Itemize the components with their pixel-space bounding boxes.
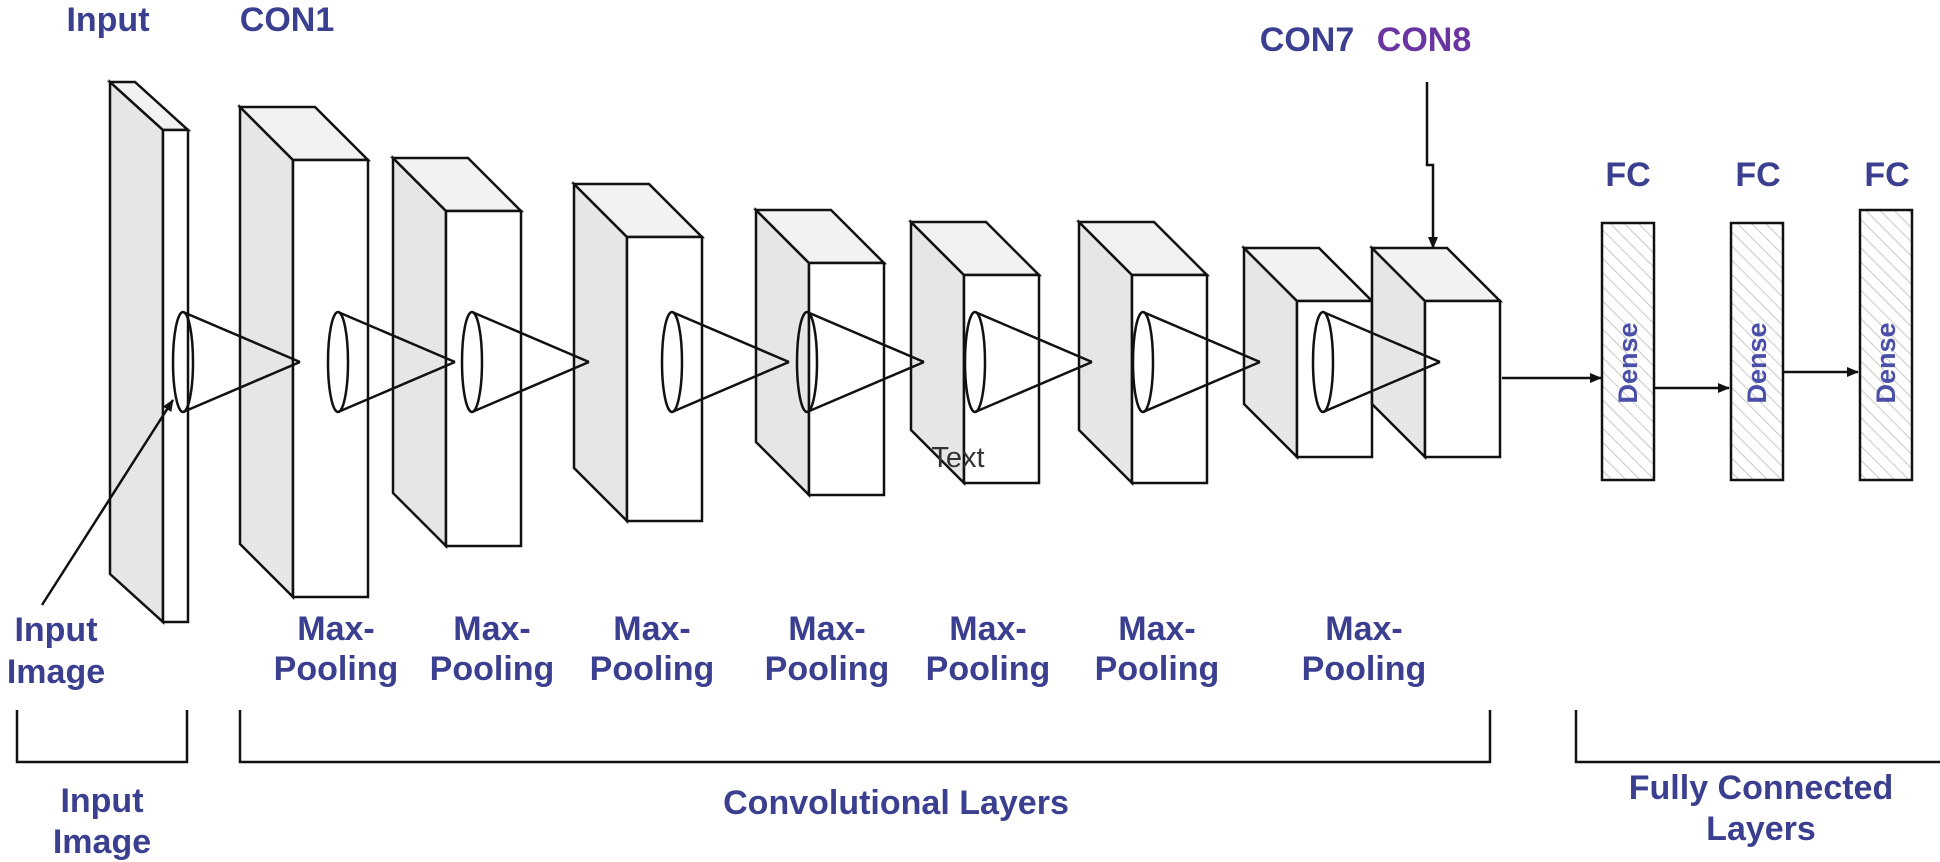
cone-icon xyxy=(460,310,590,414)
maxpool-line2: Pooling xyxy=(430,650,555,688)
conv-block-3 xyxy=(570,180,706,525)
section-input-line1: Input xyxy=(60,782,143,820)
bracket-conv xyxy=(238,710,1492,764)
maxpool-line1: Max- xyxy=(1325,610,1402,648)
section-conv-label: Convolutional Layers xyxy=(723,784,1069,822)
input-layer-block xyxy=(106,79,192,625)
section-input-line2: Image xyxy=(53,823,151,861)
input-image-label-line1: Input xyxy=(14,611,97,649)
cone-icon xyxy=(171,310,301,414)
cone-icon xyxy=(795,310,925,414)
stray-text-label: Text xyxy=(931,442,984,474)
maxpool-line2: Pooling xyxy=(1302,650,1427,688)
section-fc-line1: Fully Connected xyxy=(1629,769,1893,807)
maxpool-line1: Max- xyxy=(949,610,1026,648)
maxpool-label-6: Max- Pooling xyxy=(1095,610,1220,688)
cone-icon xyxy=(660,310,790,414)
maxpool-line2: Pooling xyxy=(590,650,715,688)
maxpool-label-4: Max- Pooling xyxy=(765,610,890,688)
conv-block-5 xyxy=(907,218,1043,487)
fc-dense-2: Dense xyxy=(1729,221,1785,482)
con8-pointer-arrow xyxy=(1425,82,1438,249)
maxpool-line2: Pooling xyxy=(274,650,399,688)
maxpool-line1: Max- xyxy=(1118,610,1195,648)
fc-label-2: FC xyxy=(1735,156,1780,194)
fc-label-1: FC xyxy=(1605,156,1650,194)
fc-label-3: FC xyxy=(1864,156,1909,194)
cone-icon xyxy=(963,310,1093,414)
bracket-fc xyxy=(1574,710,1940,764)
conv-block-con8 xyxy=(1368,244,1504,461)
conv-block-con7 xyxy=(1240,244,1376,461)
conv-block-con1 xyxy=(236,103,372,601)
conv-block-4 xyxy=(752,206,888,499)
input-image-arrow xyxy=(40,399,175,606)
con7-label: CON7 xyxy=(1260,21,1354,59)
con8-label: CON8 xyxy=(1377,21,1471,59)
dense-label: Dense xyxy=(1871,322,1901,403)
cone-icon xyxy=(1131,310,1261,414)
maxpool-line2: Pooling xyxy=(926,650,1051,688)
conv-block-2 xyxy=(389,154,525,550)
input-top-label: Input xyxy=(66,1,149,39)
fc-dense-1: Dense xyxy=(1600,221,1656,482)
maxpool-label-7: Max- Pooling xyxy=(1302,610,1427,688)
dense-label: Dense xyxy=(1613,322,1643,403)
maxpool-line2: Pooling xyxy=(1095,650,1220,688)
maxpool-line1: Max- xyxy=(297,610,374,648)
cone-icon xyxy=(1311,310,1441,414)
section-fc-line2: Layers xyxy=(1706,810,1816,848)
con1-label: CON1 xyxy=(240,1,334,39)
fc-dense-3: Dense xyxy=(1858,208,1914,482)
input-image-label-line2: Image xyxy=(7,653,105,691)
maxpool-label-1: Max- Pooling xyxy=(274,610,399,688)
conv-block-6 xyxy=(1075,218,1211,487)
maxpool-label-5: Max- Pooling xyxy=(926,610,1051,688)
maxpool-line2: Pooling xyxy=(765,650,890,688)
maxpool-label-2: Max- Pooling xyxy=(430,610,555,688)
cone-icon xyxy=(326,310,456,414)
dense-label: Dense xyxy=(1742,322,1772,403)
maxpool-line1: Max- xyxy=(453,610,530,648)
bracket-input xyxy=(15,710,189,764)
maxpool-line1: Max- xyxy=(613,610,690,648)
maxpool-line1: Max- xyxy=(788,610,865,648)
maxpool-label-3: Max- Pooling xyxy=(590,610,715,688)
